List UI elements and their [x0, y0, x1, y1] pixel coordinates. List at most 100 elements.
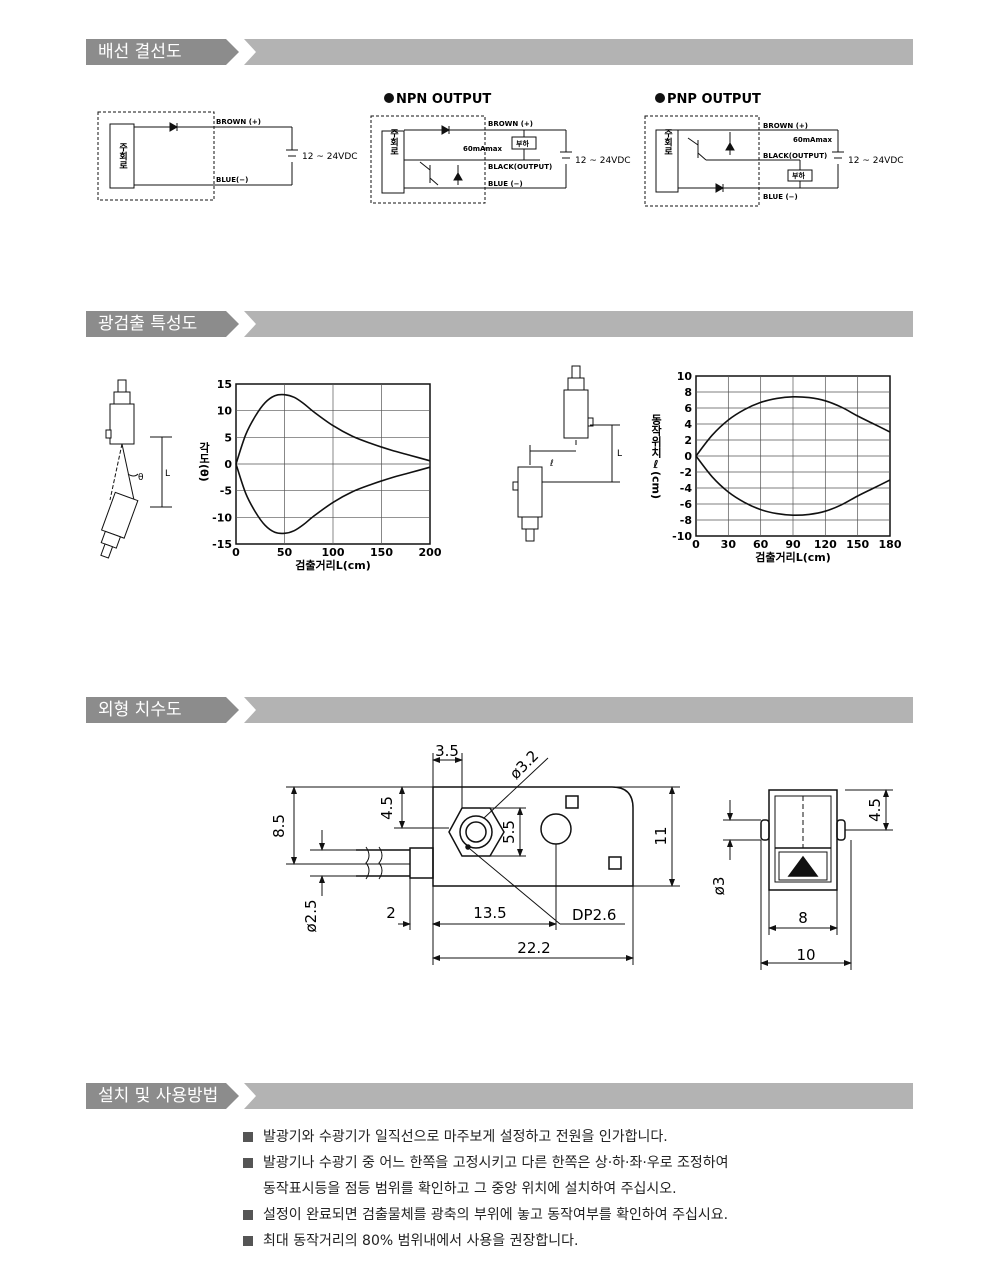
- y-tick-label: 2: [684, 434, 692, 447]
- y-tick-label: 0: [224, 458, 232, 471]
- square-bullet-icon: [243, 1236, 253, 1246]
- section-bar-shape: [86, 1083, 913, 1109]
- instruction-text: 발광기나 수광기 중 어느 한쪽을 고정시키고 다른 한쪽은 상·하·좌·우로 …: [263, 1155, 729, 1171]
- side-view: [760, 789, 846, 891]
- series-line-1: [695, 395, 891, 457]
- y-tick-label: 6: [684, 402, 692, 415]
- section-header-optical: 광검출 특성도: [86, 311, 913, 337]
- dim-5-5: 5.5: [500, 820, 518, 844]
- wiring-emitter-circuit-label: 주회로: [117, 142, 127, 169]
- section-header-wiring: 배선 결선도: [86, 39, 913, 65]
- dim-3-5: 3.5: [435, 742, 459, 760]
- wiring-voltage-label: 12 ~ 24VDC: [302, 152, 358, 162]
- npn-voltage-label: 12 ~ 24VDC: [575, 156, 631, 166]
- dim-13-5: 13.5: [473, 904, 506, 922]
- section-header-install: 설치 및 사용방법: [86, 1083, 913, 1109]
- wiring-emitter: [97, 111, 298, 201]
- npn-blue-label: BLUE (−): [488, 180, 523, 188]
- dimension-drawings: 3.5 ø3.2 4.5 8.5 5.5 11 ø2.5 2 13.5 DP2.…: [270, 742, 893, 970]
- section-title: 설치 및 사용방법: [98, 1086, 219, 1106]
- square-bullet-icon: [243, 1132, 253, 1142]
- y-tick-label: 10: [217, 405, 233, 418]
- front-view-dimension-lines: [286, 753, 680, 965]
- pnp-max-current: 60mAmax: [793, 136, 832, 144]
- side-view-dimension-lines: [723, 789, 893, 970]
- y-tick-label: 15: [217, 378, 232, 391]
- y-tick-label: 10: [677, 370, 693, 383]
- dim-8: 8: [798, 909, 808, 927]
- y-tick-label: -10: [672, 530, 692, 543]
- section-bar-shape: [86, 39, 913, 65]
- y-axis-label: 동작위치ℓ(cm): [650, 414, 663, 499]
- square-bullet-icon: [243, 1158, 253, 1168]
- x-tick-label: 150: [846, 538, 869, 551]
- y-tick-label: -6: [680, 498, 693, 511]
- x-tick-label: 90: [785, 538, 801, 551]
- install-instructions: 발광기와 수광기가 일직선으로 마주보게 설정하고 전원을 인가합니다. 발광기…: [243, 1124, 883, 1254]
- series-line-2: [695, 455, 891, 517]
- instruction-item: 발광기나 수광기 중 어느 한쪽을 고정시키고 다른 한쪽은 상·하·좌·우로 …: [243, 1150, 883, 1202]
- dim-11: 11: [652, 826, 670, 845]
- y-tick-label: 4: [684, 418, 692, 431]
- svg-text:주회로: 주회로: [662, 128, 672, 155]
- section-title: 외형 치수도: [98, 700, 182, 720]
- wiring-brown-label: BROWN (+): [216, 118, 261, 126]
- front-view: [356, 786, 634, 887]
- instruction-text: 최대 동작거리의 80% 범위내에서 사용을 권장합니다.: [263, 1233, 579, 1249]
- x-tick-label: 150: [370, 546, 393, 559]
- npn-load-label: 부하: [516, 139, 529, 148]
- wiring-npn: [370, 115, 572, 204]
- dim-4-5: 4.5: [378, 796, 396, 820]
- dim-side-4-5: 4.5: [866, 798, 884, 822]
- series-line-1: [235, 393, 431, 465]
- y-tick-label: -8: [680, 514, 692, 527]
- instruction-item: 발광기와 수광기가 일직선으로 마주보게 설정하고 전원을 인가합니다.: [243, 1124, 883, 1150]
- pnp-title: PNP OUTPUT: [667, 92, 761, 107]
- y-tick-label: -15: [212, 538, 232, 551]
- y-tick-label: -2: [680, 466, 692, 479]
- dim-22-2: 22.2: [517, 939, 550, 957]
- npn-output-label: BLACK(OUTPUT): [488, 163, 552, 171]
- x-tick-label: 120: [814, 538, 837, 551]
- pnp-brown-label: BROWN (+): [763, 122, 808, 130]
- distance-symbol-1: L: [165, 469, 170, 479]
- dim-phi-3: ø3: [710, 877, 728, 896]
- offset-symbol: ℓ: [549, 459, 554, 469]
- y-tick-label: 0: [684, 450, 692, 463]
- svg-text:주회로: 주회로: [388, 128, 398, 155]
- angle-symbol: θ: [138, 473, 144, 483]
- x-tick-label: 0: [232, 546, 240, 559]
- pnp-circuit-label: 주회로: [662, 128, 672, 155]
- instruction-item: 설정이 완료되면 검출물체를 광축의 부위에 놓고 동작여부를 확인하여 주십시…: [243, 1202, 883, 1228]
- section-header-dimensions: 외형 치수도: [86, 697, 913, 723]
- npn-bullet-icon: [384, 93, 394, 103]
- x-tick-label: 200: [419, 546, 442, 559]
- section-bar-shape: [86, 697, 913, 723]
- section-title: 광검출 특성도: [98, 314, 198, 334]
- dim-phi-3-2: ø3.2: [506, 747, 542, 783]
- wiring-diagrams: 주회로 BROWN (+) BLUE(−) 12 ~ 24VDC NPN OUT…: [97, 92, 904, 207]
- x-tick-label: 100: [322, 546, 345, 559]
- dim-dp-2-6: DP2.6: [572, 906, 616, 924]
- x-tick-label: 60: [753, 538, 769, 551]
- y-axis-label: 각도(θ): [198, 441, 211, 482]
- distance-symbol-2: L: [617, 449, 622, 459]
- sensor-offset-sketch: [512, 365, 620, 542]
- pnp-load-label: 부하: [792, 171, 805, 180]
- section-bar-shape: [86, 311, 913, 337]
- x-tick-label: 30: [721, 538, 737, 551]
- npn-circuit-label: 주회로: [388, 128, 398, 155]
- square-bullet-icon: [243, 1210, 253, 1220]
- x-axis-label: 검출거리L(cm): [755, 550, 831, 564]
- svg-text:주회로: 주회로: [117, 142, 127, 169]
- dim-8-5: 8.5: [270, 814, 288, 838]
- y-tick-label: -4: [680, 482, 693, 495]
- npn-max-current: 60mAmax: [463, 145, 502, 153]
- y-tick-label: -10: [212, 511, 232, 524]
- dim-phi-2-5: ø2.5: [302, 899, 320, 932]
- pnp-output-label: BLACK(OUTPUT): [763, 152, 827, 160]
- x-tick-label: 0: [692, 538, 700, 551]
